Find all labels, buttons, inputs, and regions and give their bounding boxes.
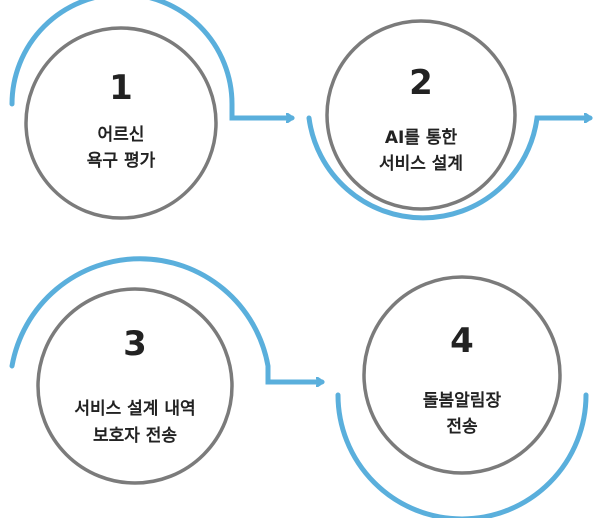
step-1: 1 어르신 욕구 평가 xyxy=(9,0,295,220)
step-2: 2 AI를 통한 서비스 설계 xyxy=(306,19,593,221)
step-4-circle xyxy=(362,275,562,475)
step-1-label-line1: 어르신 xyxy=(98,125,145,145)
step-3-label-line1: 서비스 설계 내역 xyxy=(74,399,195,419)
step-1-label-line2: 욕구 평가 xyxy=(87,151,156,171)
step-3: 3 서비스 설계 내역 보호자 전송 xyxy=(9,256,325,485)
step-3-circle xyxy=(36,287,234,485)
step-4-label-line1: 돌봄알림장 xyxy=(423,391,502,411)
step-3-label-line2: 보호자 전송 xyxy=(93,426,177,446)
step-4-arc xyxy=(335,392,589,518)
step-2-arc xyxy=(306,118,593,221)
step-2-circle xyxy=(325,19,517,211)
step-4: 4 돌봄알림장 전송 xyxy=(335,275,589,518)
step-1-circle xyxy=(24,26,218,220)
step-1-number: 1 xyxy=(109,68,133,108)
step-3-number: 3 xyxy=(123,324,147,364)
step-3-arc xyxy=(9,256,325,382)
step-2-label-line2: 서비스 설계 xyxy=(379,154,463,174)
step-2-label-line1: AI를 통한 xyxy=(385,128,458,148)
step-4-label-line2: 전송 xyxy=(446,417,478,437)
step-4-number: 4 xyxy=(450,321,474,361)
step-1-arc xyxy=(9,0,295,118)
step-2-number: 2 xyxy=(409,63,433,103)
